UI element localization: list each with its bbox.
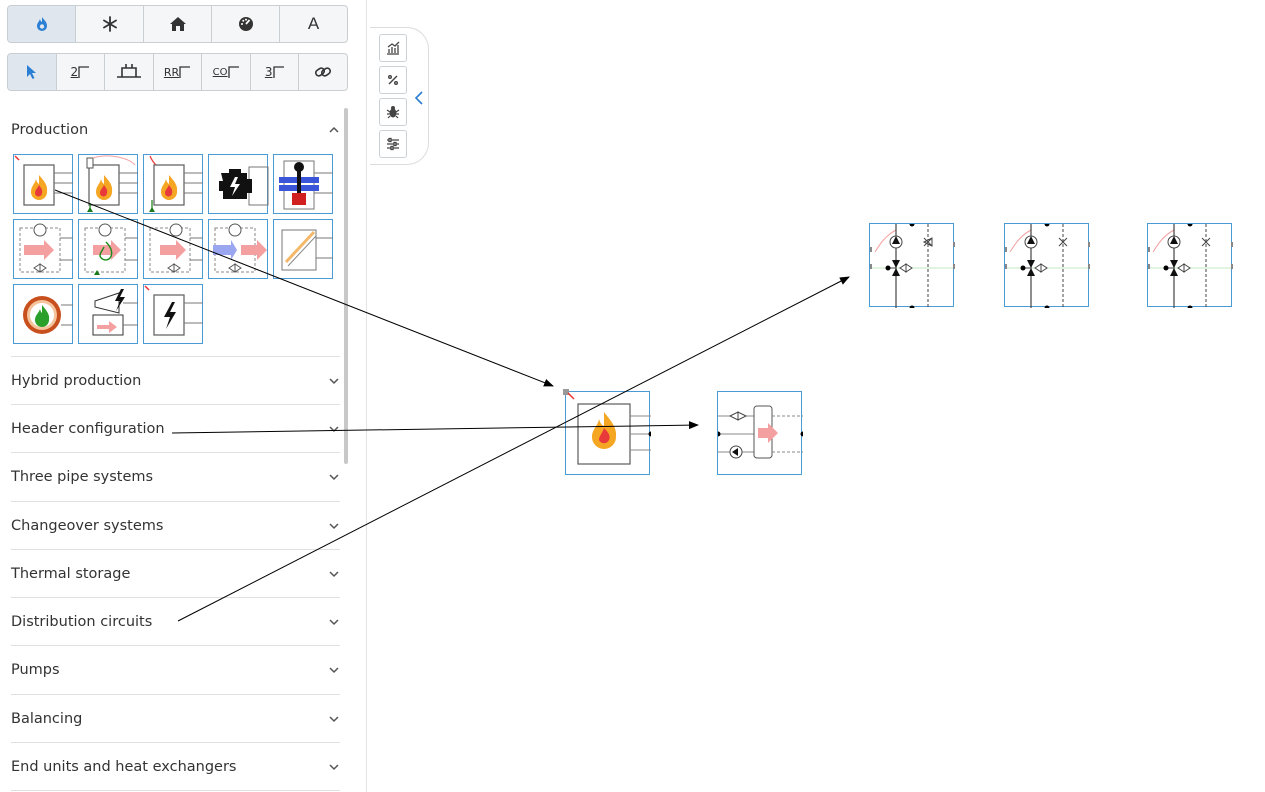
chevron-down-icon [329, 619, 339, 626]
chevron-down-icon [329, 523, 339, 530]
home-icon[interactable] [144, 6, 212, 42]
boiler-with-sensor-icon[interactable] [78, 154, 138, 214]
heat-pump-icon[interactable] [13, 219, 73, 279]
rr-label: RR [163, 65, 180, 79]
co-label: CO [212, 66, 228, 78]
chevron-down-icon [329, 716, 339, 723]
section-three-pipe-systems[interactable]: Three pipe systems [11, 453, 340, 501]
chevron-left-icon[interactable] [414, 91, 424, 105]
chevron-down-icon [329, 474, 339, 481]
divider [11, 404, 340, 405]
three-pipe-label: 3 [264, 65, 273, 79]
section-production[interactable]: Production [11, 106, 340, 154]
electric-heater-icon[interactable] [143, 284, 203, 344]
two-pipe-label: 2 [70, 65, 79, 79]
divider [11, 452, 340, 453]
category-tabs: A [7, 5, 348, 43]
divider [11, 549, 340, 550]
divider [11, 645, 340, 646]
link-icon[interactable] [299, 54, 347, 90]
co-tool[interactable]: CO [202, 54, 251, 90]
section-hybrid-production-label: Hybrid production [11, 373, 142, 389]
chp-engine-icon[interactable] [208, 154, 269, 214]
canvas-distribution-node-3[interactable] [1145, 221, 1236, 311]
divider [11, 742, 340, 743]
percent-icon[interactable] [379, 66, 407, 94]
solar-collector-icon[interactable] [273, 219, 333, 279]
divider [11, 694, 340, 695]
section-production-label: Production [11, 122, 89, 138]
two-pipe-tool[interactable]: 2 [57, 54, 106, 90]
rr-tool[interactable]: RR [154, 54, 203, 90]
section-end-units-label: End units and heat exchangers [11, 759, 237, 775]
divider [11, 790, 340, 791]
red-marker-icon [567, 392, 575, 400]
section-thermal-storage[interactable]: Thermal storage [11, 550, 340, 598]
chevron-down-icon [329, 764, 339, 771]
tool-palette: 2 RR CO 3 [7, 53, 348, 91]
divider [11, 597, 340, 598]
canvas-header-node[interactable] [715, 391, 806, 475]
electric-heat-generator-icon[interactable] [78, 284, 138, 344]
chevron-down-icon [329, 571, 339, 578]
chevron-up-icon [329, 126, 339, 133]
chevron-down-icon [329, 667, 339, 674]
section-changeover-systems-label: Changeover systems [11, 518, 164, 534]
section-pumps[interactable]: Pumps [11, 646, 340, 694]
section-changeover-systems[interactable]: Changeover systems [11, 502, 340, 550]
section-end-units[interactable]: End units and heat exchangers [11, 743, 340, 791]
chevron-down-icon [329, 378, 339, 385]
header-icon[interactable] [105, 54, 154, 90]
reversible-heat-pump-icon[interactable] [208, 219, 268, 279]
bug-icon[interactable] [379, 98, 407, 126]
canvas-boiler-node[interactable] [563, 389, 654, 475]
section-hybrid-production[interactable]: Hybrid production [11, 357, 340, 405]
canvas-distribution-node-2[interactable] [1002, 221, 1093, 311]
chart-icon[interactable] [379, 34, 407, 62]
section-three-pipe-systems-label: Three pipe systems [11, 469, 154, 485]
canvas-tool-rail [370, 27, 429, 165]
canvas-distribution-node-1[interactable] [867, 221, 958, 311]
gauge-icon[interactable] [212, 6, 280, 42]
three-pipe-tool[interactable]: 3 [251, 54, 300, 90]
sidebar-scrollbar[interactable] [344, 108, 348, 464]
gas-burner-icon[interactable] [273, 154, 333, 214]
section-distribution-circuits[interactable]: Distribution circuits [11, 598, 340, 646]
sliders-icon[interactable] [379, 130, 407, 158]
section-header-configuration-label: Header configuration [11, 421, 165, 437]
snowflake-icon[interactable] [76, 6, 144, 42]
text-tab-label: A [307, 14, 320, 33]
heat-pump-outdoor-icon[interactable] [143, 219, 203, 279]
geothermal-heat-pump-icon[interactable] [78, 219, 138, 279]
pointer-icon[interactable] [8, 54, 57, 90]
boiler-icon[interactable] [13, 154, 73, 214]
text-icon[interactable]: A [280, 6, 347, 42]
section-header-configuration[interactable]: Header configuration [11, 405, 340, 453]
divider [11, 501, 340, 502]
section-pumps-label: Pumps [11, 662, 60, 678]
section-distribution-circuits-label: Distribution circuits [11, 614, 153, 630]
section-thermal-storage-label: Thermal storage [11, 566, 131, 582]
flame-icon[interactable] [8, 6, 76, 42]
section-balancing-label: Balancing [11, 711, 83, 727]
biomass-boiler-icon[interactable] [13, 284, 73, 344]
section-balancing[interactable]: Balancing [11, 695, 340, 743]
component-sidebar: A 2 RR CO 3 Production [0, 0, 367, 792]
chevron-down-icon [329, 426, 339, 433]
boiler-with-control-icon[interactable] [143, 154, 203, 214]
